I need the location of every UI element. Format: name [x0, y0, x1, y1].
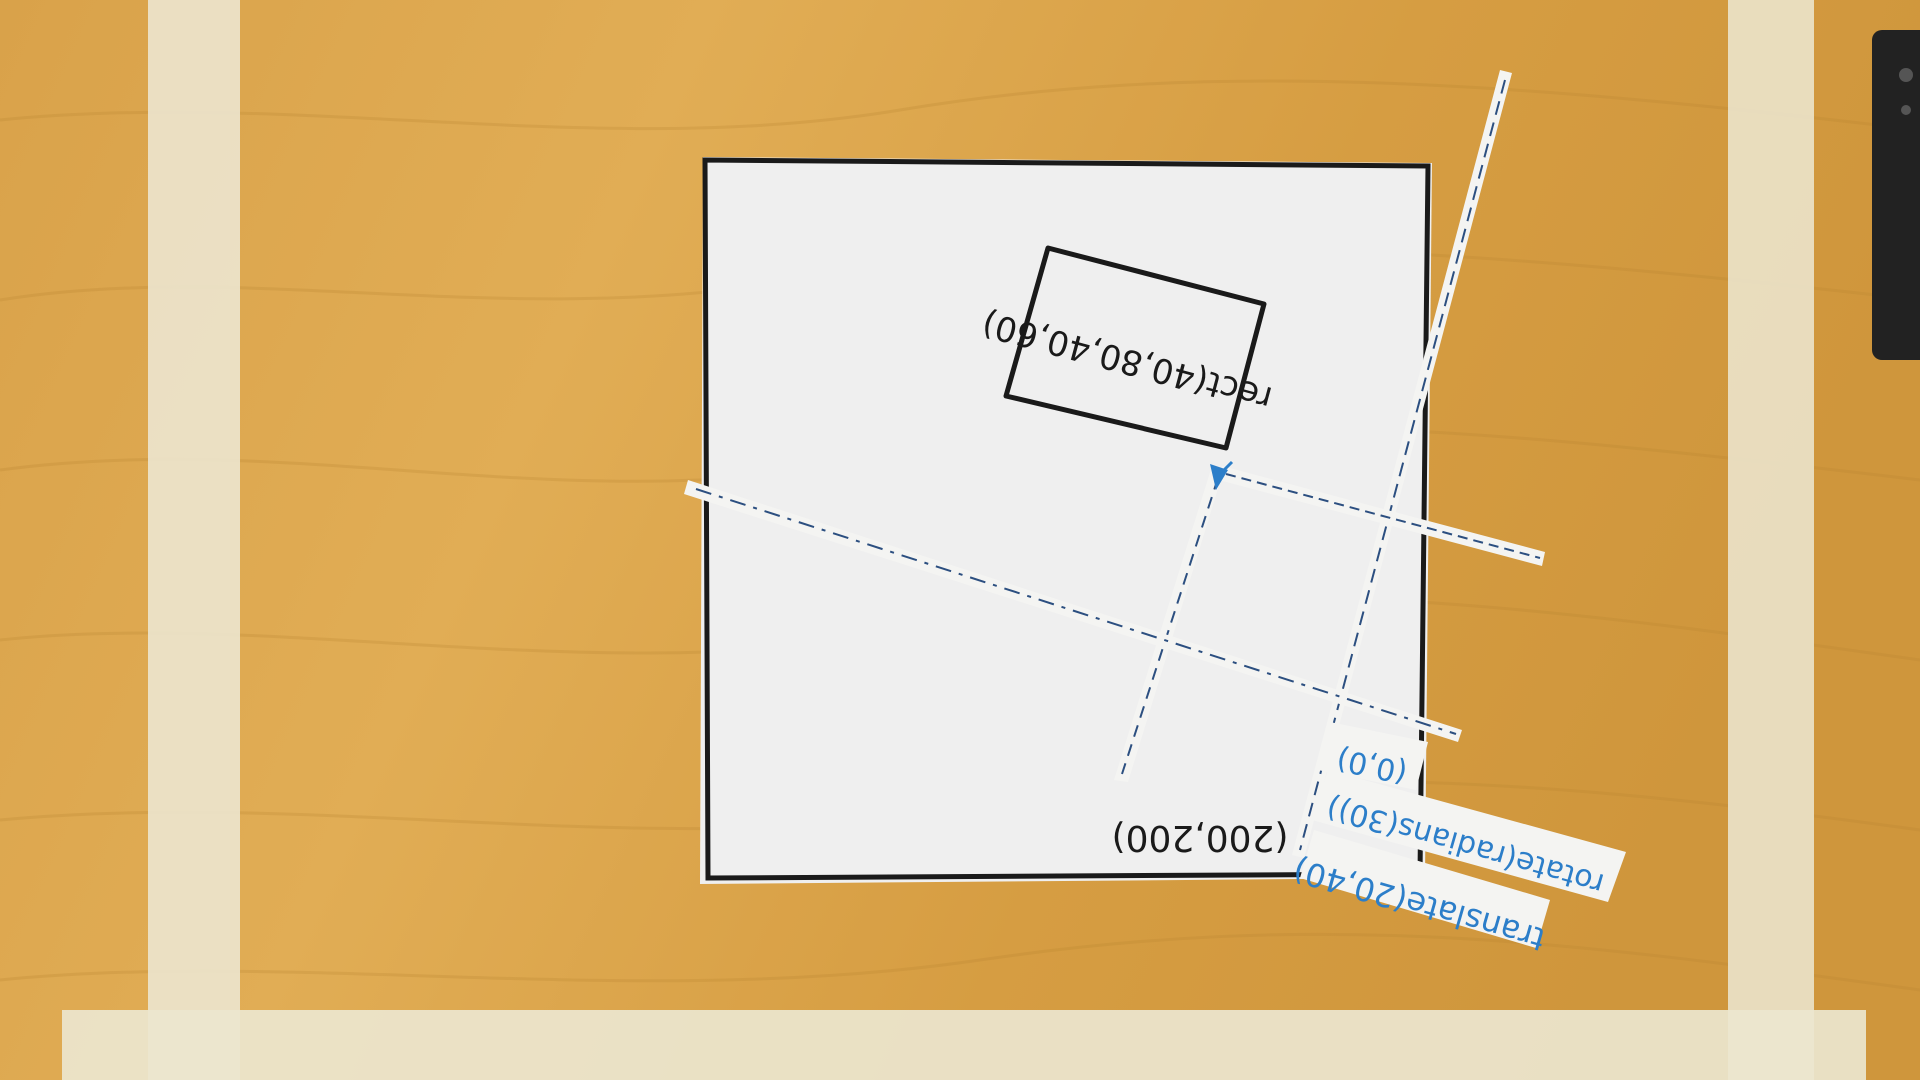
- tape-bottom: [62, 1010, 1866, 1080]
- strip-axis-steep: [1292, 70, 1512, 858]
- tape-right: [1728, 0, 1814, 1080]
- device: [1872, 30, 1920, 360]
- paper-sheet: [700, 157, 1432, 884]
- drawn-rect: [1003, 245, 1267, 451]
- strip-axis-horizontal: [684, 480, 1462, 742]
- tape-left: [148, 0, 240, 1080]
- strip-axis-short: [1219, 466, 1545, 566]
- corner-label: (200,200): [1112, 817, 1289, 858]
- arrow-icon: [1210, 460, 1234, 490]
- strip-axis-mid: [1114, 466, 1224, 782]
